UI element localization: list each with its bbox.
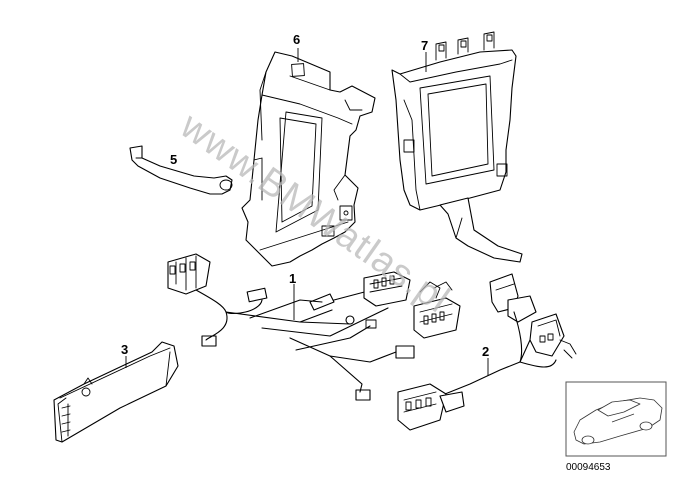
callout-7: 7 bbox=[421, 38, 428, 53]
callout-3: 3 bbox=[121, 342, 128, 357]
callout-5: 5 bbox=[170, 152, 177, 167]
callout-6: 6 bbox=[293, 32, 300, 47]
part-3-control-module bbox=[53, 341, 179, 443]
reference-car-thumbnail bbox=[565, 381, 667, 457]
callout-1: 1 bbox=[289, 271, 296, 286]
diagram-code: 00094653 bbox=[566, 462, 611, 473]
part-1-wiring-harness bbox=[167, 253, 461, 401]
part-6-mounting-bracket bbox=[241, 51, 376, 267]
part-2-adapter-harness bbox=[397, 273, 577, 431]
callout-2: 2 bbox=[482, 344, 489, 359]
part-5-bracket bbox=[129, 145, 233, 195]
part-7-control-unit-holder bbox=[391, 31, 523, 263]
